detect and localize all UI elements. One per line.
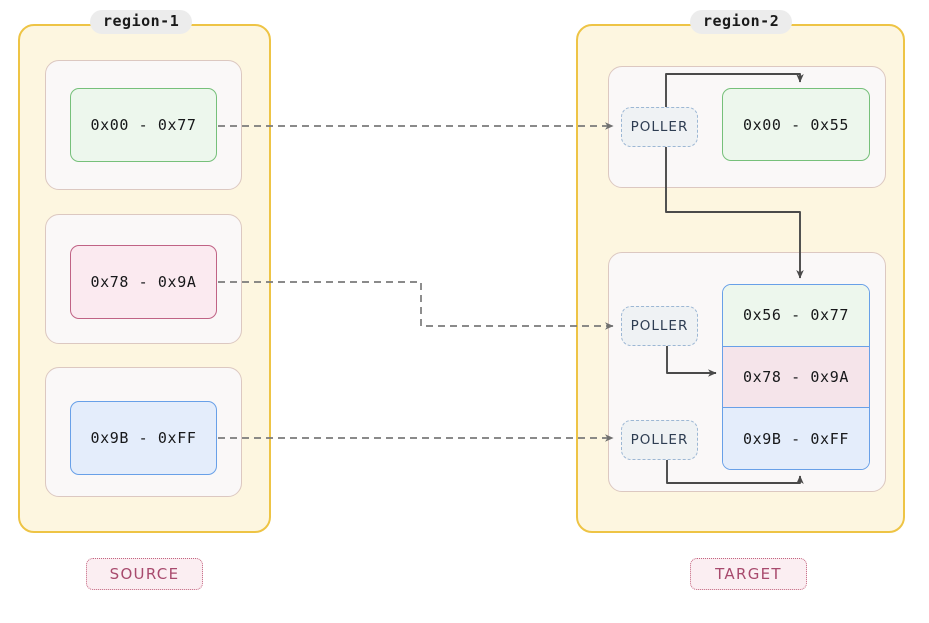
target-block-top[interactable]: 0x00 - 0x55 xyxy=(722,88,870,161)
source-block-2[interactable]: 0x9B - 0xFF xyxy=(70,401,217,475)
poller-0[interactable]: POLLER xyxy=(621,107,698,147)
target-stack-seg-1[interactable]: 0x78 - 0x9A xyxy=(723,345,869,408)
connector-src1-poller1 xyxy=(218,281,614,330)
source-block-0[interactable]: 0x00 - 0x77 xyxy=(70,88,217,162)
target-stack[interactable]: 0x56 - 0x77 0x78 - 0x9A 0x9B - 0xFF xyxy=(722,284,870,470)
poller-2[interactable]: POLLER xyxy=(621,420,698,460)
legend-target[interactable]: TARGET xyxy=(690,558,807,590)
source-block-1[interactable]: 0x78 - 0x9A xyxy=(70,245,217,319)
legend-source[interactable]: SOURCE xyxy=(86,558,203,590)
region-2-label: region-2 xyxy=(690,10,793,35)
target-stack-seg-2[interactable]: 0x9B - 0xFF xyxy=(723,407,869,469)
poller-1[interactable]: POLLER xyxy=(621,306,698,346)
region-1-label: region-1 xyxy=(90,10,193,35)
target-stack-seg-0[interactable]: 0x56 - 0x77 xyxy=(723,285,869,346)
